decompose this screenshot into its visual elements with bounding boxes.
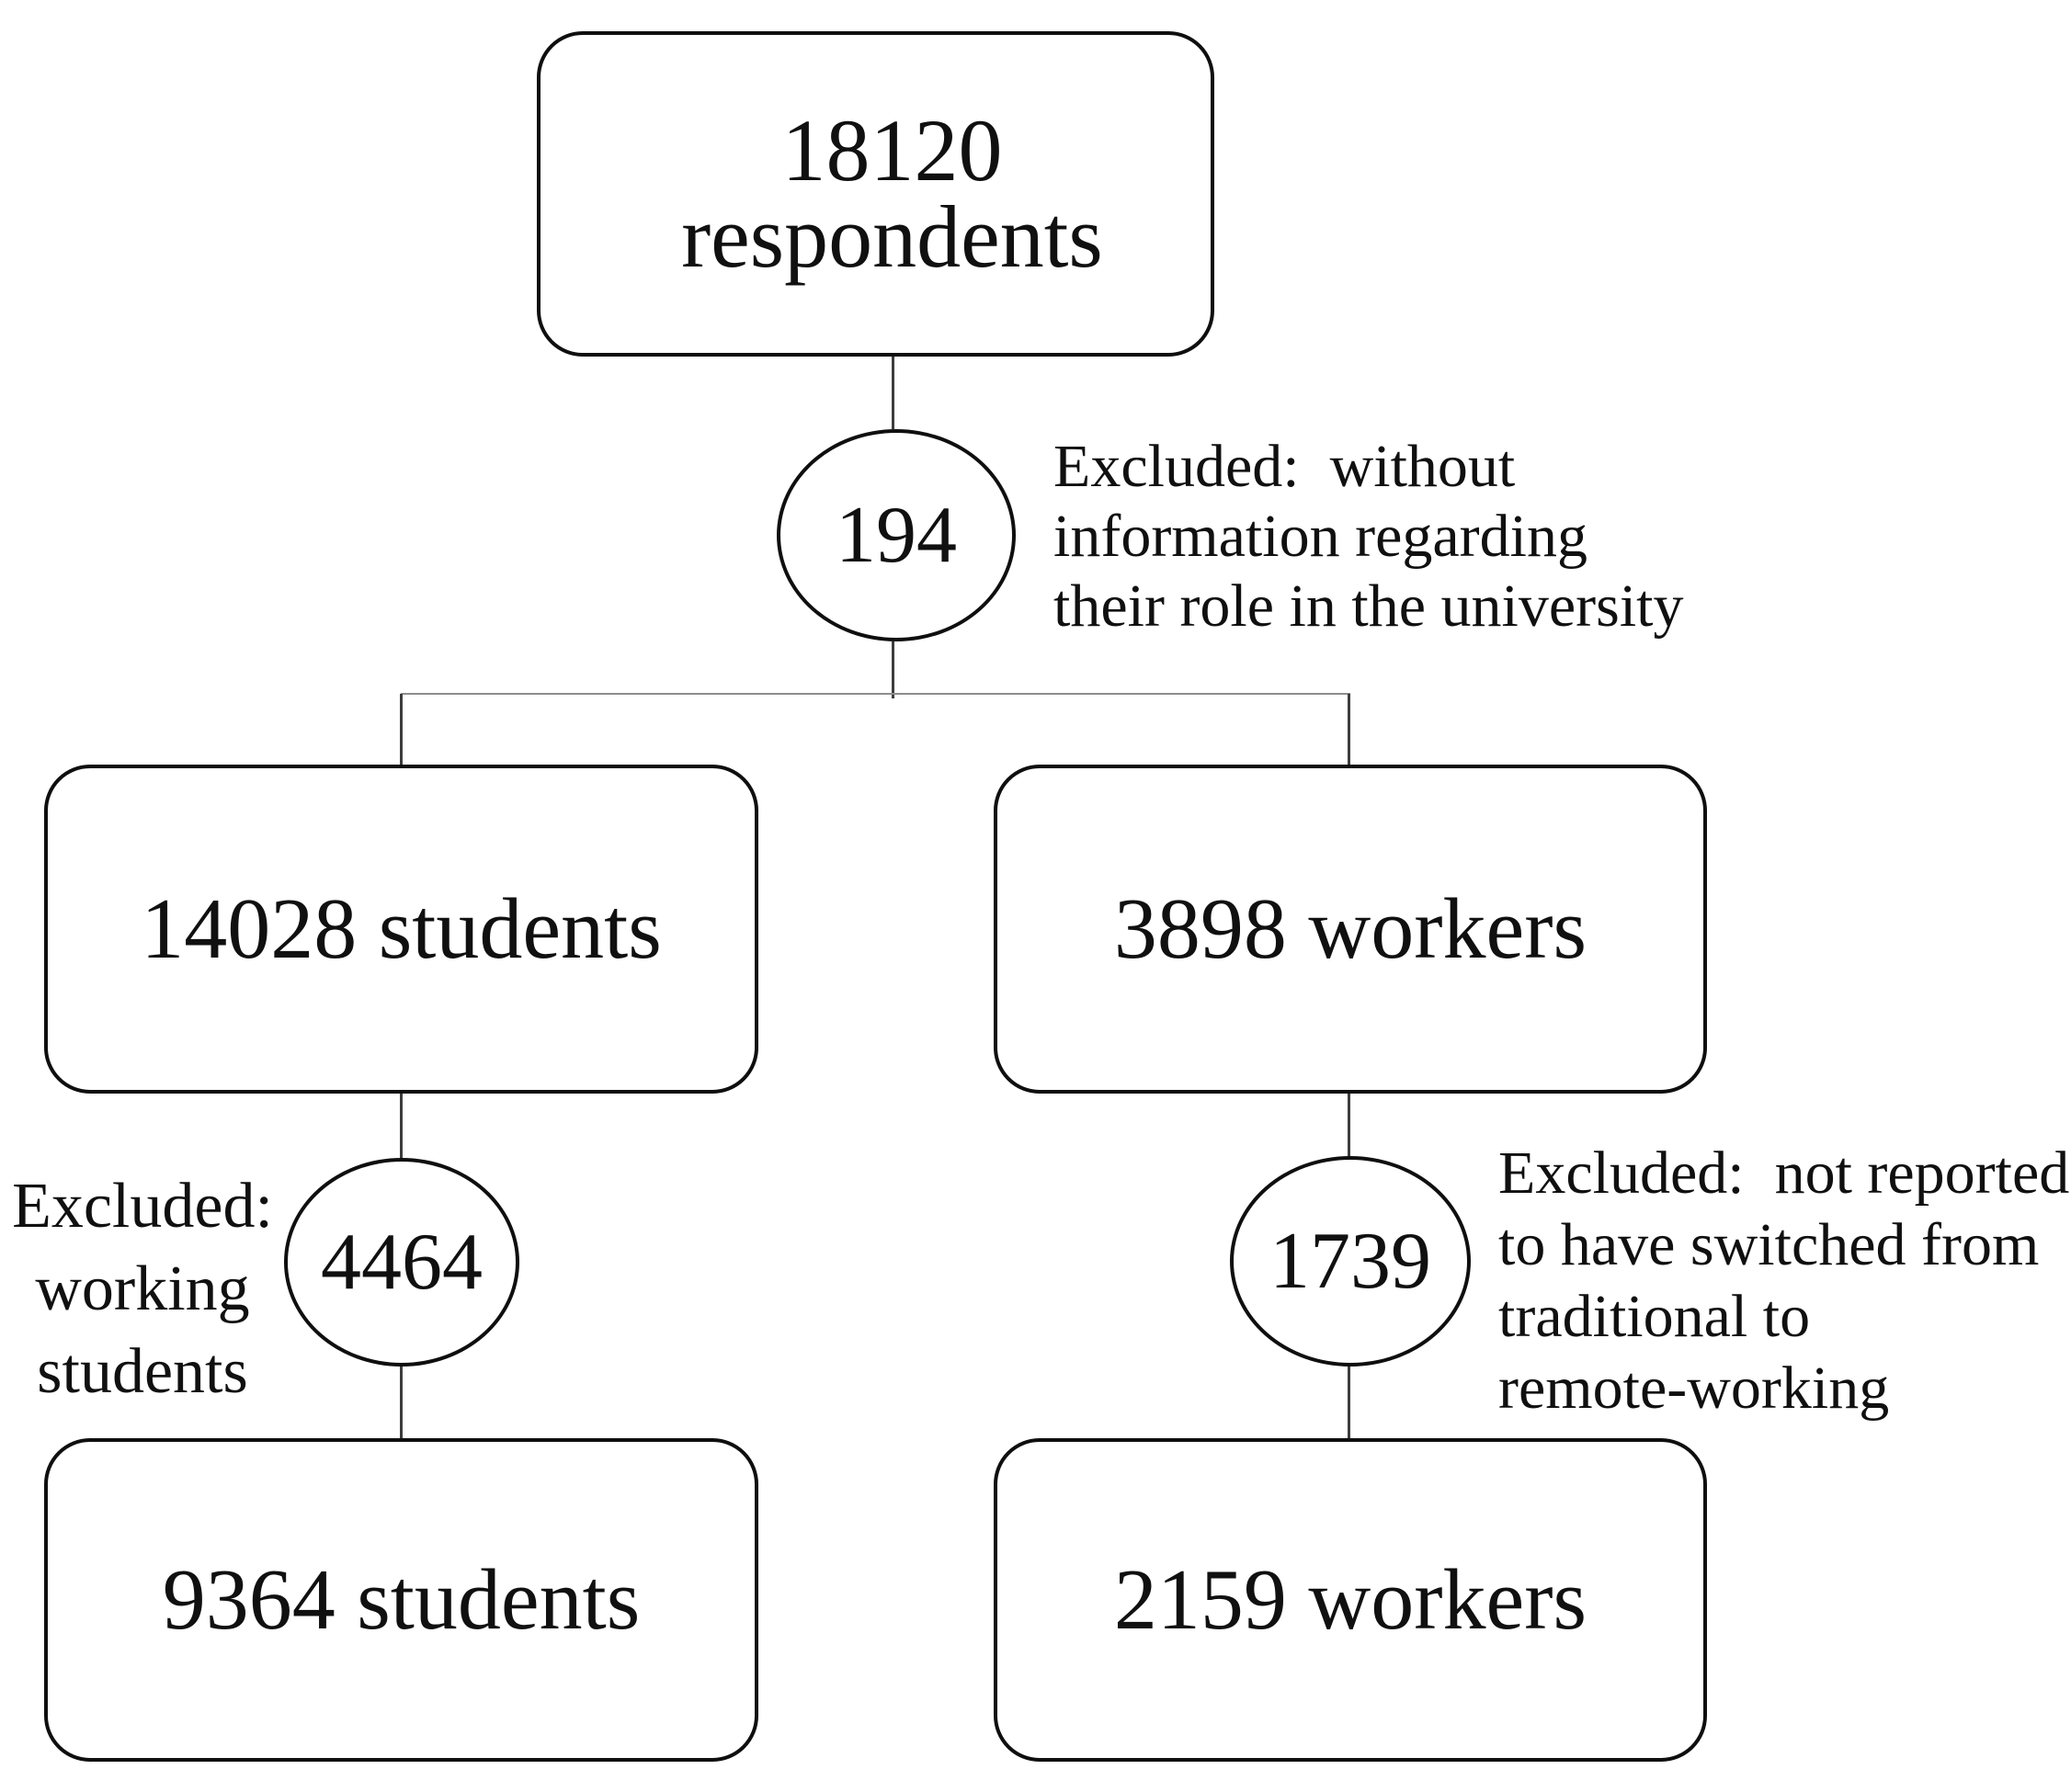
branch-horizontal-line (401, 693, 1350, 695)
excluded-working-students-count-circle: 4464 (284, 1158, 519, 1367)
excluded-role-note: Excluded: without information regarding … (1053, 433, 1684, 640)
respondents-box-label: 18120 respondents (681, 100, 1103, 286)
excluded-working-students-count: 4464 (321, 1218, 483, 1307)
excluded-not-switched-note: Excluded: not reported to have switched … (1498, 1140, 2070, 1422)
connector-excluded-to-final-workers (1348, 1365, 1350, 1438)
connector-respondents-to-excluded (892, 357, 894, 429)
excluded-working-students-note: Excluded: working students (12, 1171, 273, 1407)
connector-workers-to-excluded (1348, 1094, 1350, 1158)
excluded-not-switched-count-circle: 1739 (1230, 1156, 1471, 1367)
connector-excluded-to-final-students (400, 1365, 403, 1438)
final-workers-box: 2159 workers (994, 1438, 1707, 1762)
final-students-box: 9364 students (44, 1438, 758, 1762)
excluded-role-count-circle: 194 (777, 429, 1016, 641)
final-workers-box-label: 2159 workers (1113, 1551, 1587, 1648)
branch-drop-left-line (400, 694, 403, 765)
students-box-label: 14028 students (141, 880, 662, 977)
branch-drop-right-line (1348, 694, 1350, 765)
workers-box: 3898 workers (994, 765, 1707, 1094)
workers-box-label: 3898 workers (1113, 880, 1587, 977)
connector-excluded-to-branch (892, 641, 894, 698)
respondents-box: 18120 respondents (537, 31, 1214, 357)
final-students-box-label: 9364 students (162, 1551, 641, 1648)
excluded-not-switched-count: 1739 (1269, 1217, 1431, 1306)
students-box: 14028 students (44, 765, 758, 1094)
connector-students-to-excluded (400, 1094, 403, 1160)
excluded-role-count: 194 (836, 491, 957, 580)
